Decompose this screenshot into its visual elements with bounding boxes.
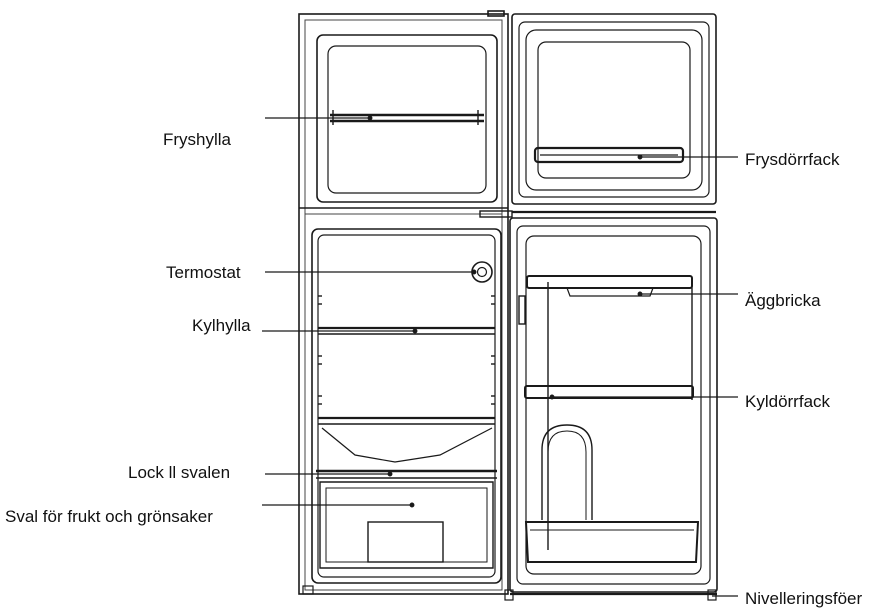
fridge-shelf-lower (318, 416, 495, 463)
crisper-lid (316, 469, 497, 479)
leader-termostat (265, 269, 477, 275)
leader-aggbricka (637, 291, 738, 297)
leader-kylhylla (262, 328, 418, 334)
label-lock-svalen: Lock ll svalen (128, 463, 231, 482)
fridge-door-bottom-rack (524, 521, 700, 563)
fridge-door-rack (524, 385, 694, 399)
label-termostat: Termostat (166, 263, 241, 282)
fridge-compartment (311, 228, 502, 584)
freezer-door (511, 13, 717, 205)
leader-frysdorrfack (637, 154, 738, 160)
freezer-door-rack (533, 146, 685, 164)
label-nivellering: Nivelleringsföer (745, 589, 863, 608)
middle-hinge (479, 210, 716, 218)
leader-lock-svalen (265, 471, 393, 477)
label-fryshylla: Fryshylla (163, 130, 232, 149)
label-kyldorrfack: Kyldörrfack (745, 392, 831, 411)
crisper-drawer (319, 481, 494, 569)
label-aggbricka: Äggbricka (745, 291, 821, 310)
leveling-feet (504, 589, 717, 601)
fridge-shelf (318, 326, 495, 335)
label-sval: Sval för frukt och grönsaker (5, 507, 213, 526)
egg-tray (526, 275, 693, 550)
label-kylhylla: Kylhylla (192, 316, 251, 335)
leader-kyldorrfack (549, 394, 738, 400)
fridge-door (509, 217, 718, 593)
leader-sval (262, 502, 415, 508)
label-frysdorrfack: Frysdörrfack (745, 150, 840, 169)
cabinet-body (298, 10, 509, 595)
leader-fryshylla (265, 115, 373, 121)
